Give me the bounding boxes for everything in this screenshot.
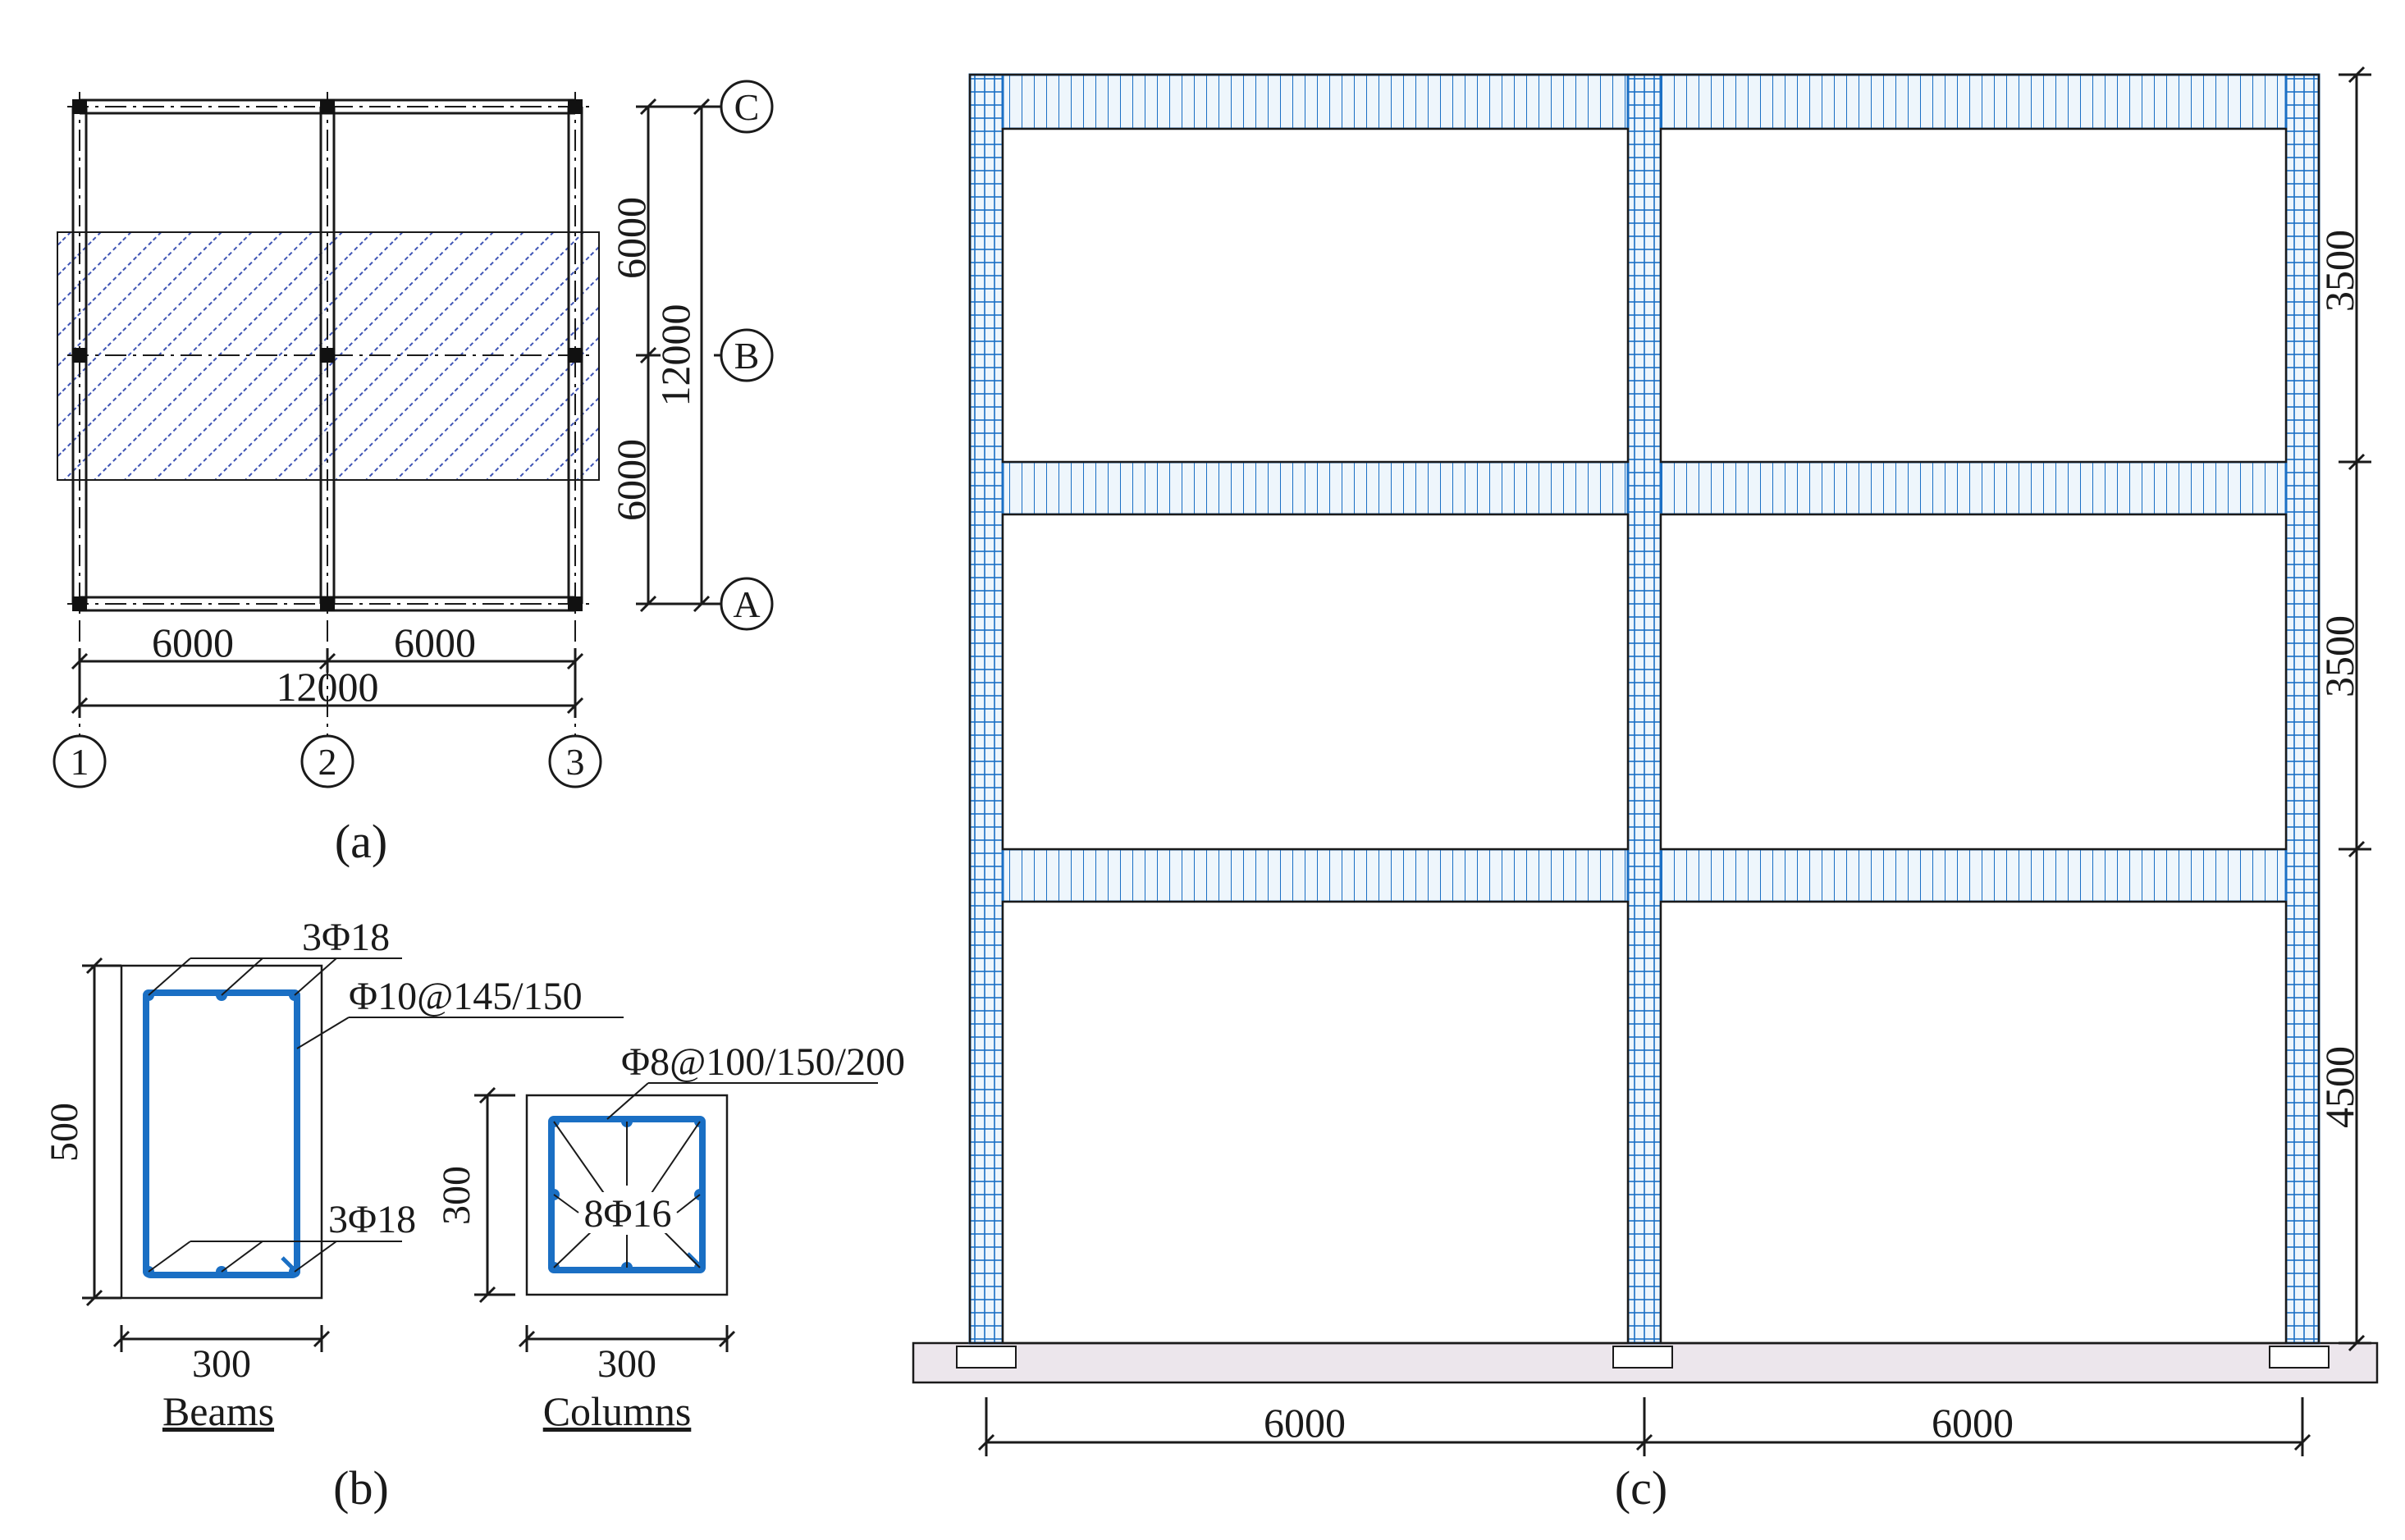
axis-label-2: 2	[318, 741, 337, 783]
story-height-bottom: 4500	[2316, 1046, 2362, 1128]
bay-width-right: 6000	[1932, 1400, 2014, 1446]
footing-left	[956, 1346, 1017, 1369]
column-bar-leaders	[553, 1121, 701, 1268]
beam-height-dim: 500	[43, 1103, 86, 1162]
panel-a-plan: 6000 6000 12000 6000 6000 12000	[53, 80, 774, 868]
panel-c-label: (c)	[1615, 1461, 1667, 1515]
grid-bubbles: C B A 1 2 3	[53, 80, 774, 788]
dim-right-span-bottom: 6000	[608, 439, 654, 521]
dim-bottom-span1: 6000	[152, 619, 234, 665]
axis-label-a: A	[733, 583, 760, 625]
footing-right	[2269, 1346, 2330, 1369]
footing-middle	[1612, 1346, 1673, 1369]
beam-section: 3Φ18 Φ10@145/150 3Φ18 500 300 Beams	[43, 916, 624, 1434]
column-height-dim: 300	[435, 1166, 478, 1225]
panel-b-label: (b)	[333, 1461, 389, 1515]
plan-columns	[72, 99, 583, 611]
frame-columns	[968, 73, 2320, 1345]
axis-label-c: C	[734, 86, 760, 128]
story-height-middle: 3500	[2316, 615, 2362, 697]
beam-stirrup	[143, 989, 300, 1278]
column-width-dim: 300	[597, 1342, 656, 1386]
axis-label-1: 1	[71, 741, 89, 783]
beam-rebars	[143, 989, 300, 1277]
column-stirrup-label: Φ8@100/150/200	[621, 1040, 905, 1084]
dim-bottom-span2: 6000	[394, 619, 476, 665]
frame-outline	[968, 73, 2320, 1345]
story-height-top: 3500	[2316, 230, 2362, 312]
dim-right-total: 12000	[652, 304, 698, 407]
dim-bottom-total: 12000	[277, 664, 379, 710]
column-caption: Columns	[543, 1388, 692, 1434]
beam-stirrup-label: Φ10@145/150	[349, 975, 583, 1018]
panel-c-frame: 3500 3500 4500 6000 6000 (c)	[912, 66, 2379, 1515]
beam-top-bars-label: 3Φ18	[302, 916, 390, 959]
story-height-dimensions: 3500 3500 4500	[2316, 66, 2371, 1352]
beam-bottom-bars-label: 3Φ18	[328, 1198, 416, 1241]
column-section: 8Φ16 Φ8@100/150/200 300 300 Columns	[435, 1040, 905, 1434]
bay-width-left: 6000	[1264, 1400, 1346, 1446]
bay-width-dimensions: 6000 6000	[977, 1397, 2311, 1456]
plan-right-dimensions: 6000 6000 12000	[608, 98, 714, 613]
panel-a-label: (a)	[335, 815, 387, 868]
axis-label-b: B	[734, 335, 760, 377]
beam-caption: Beams	[162, 1388, 274, 1434]
column-bars-label: 8Φ16	[583, 1192, 671, 1236]
column-stirrup-hook	[686, 1252, 706, 1272]
beam-width-dim: 300	[192, 1342, 251, 1386]
dim-right-span-top: 6000	[608, 197, 654, 279]
panel-b-sections: 3Φ18 Φ10@145/150 3Φ18 500 300 Beams	[43, 916, 905, 1515]
frame-openings	[1001, 127, 2288, 1345]
plan-bottom-dimensions: 6000 6000 12000	[71, 619, 584, 718]
axis-label-3: 3	[566, 741, 585, 783]
